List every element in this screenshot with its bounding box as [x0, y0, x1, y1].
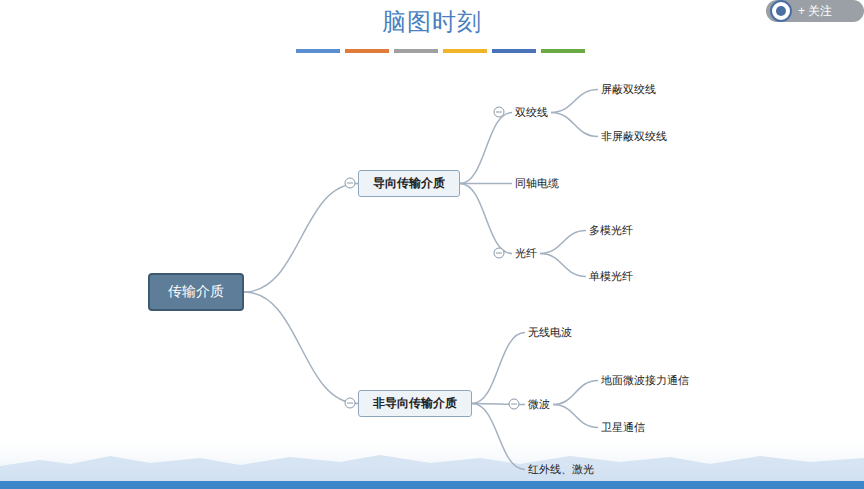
- root-topic: 传输介质: [148, 273, 244, 311]
- branch-connector: [244, 184, 358, 293]
- bottom-wave: [0, 430, 864, 489]
- topic-text: 微波: [528, 397, 550, 412]
- topic-text: 同轴电缆: [515, 176, 559, 191]
- sub-topic: 单模光纤: [586, 267, 636, 286]
- sub-topic: 卫星通信: [598, 418, 648, 437]
- sub-topic: 双绞线: [512, 103, 551, 122]
- topic-text: 无线电波: [528, 325, 572, 340]
- topic-text: 传输介质: [168, 283, 224, 301]
- branch-connector: [472, 404, 525, 470]
- title-color-bars: [296, 49, 585, 53]
- sub-topic: 地面微波接力通信: [598, 371, 692, 390]
- sub-topic: 同轴电缆: [512, 174, 562, 193]
- topic-text: 多模光纤: [589, 223, 633, 238]
- page-title: 脑图时刻: [0, 6, 864, 38]
- branch-connector: [460, 113, 512, 184]
- sub-topic: 无线电波: [525, 323, 575, 342]
- topic-text: 红外线、激光: [528, 462, 594, 477]
- branch-connector: [553, 405, 598, 428]
- branch-connector: [553, 381, 598, 405]
- topic-text: 双绞线: [515, 105, 548, 120]
- sub-topic: 红外线、激光: [525, 460, 597, 479]
- branch-connector: [540, 231, 586, 254]
- sub-topic: 微波: [525, 395, 553, 414]
- branch-connector: [551, 90, 598, 113]
- branch-connector: [244, 292, 358, 404]
- sub-topic: 屏蔽双绞线: [598, 80, 659, 99]
- main-topic: 非导向传输介质: [358, 390, 472, 417]
- branch-connector: [540, 254, 586, 277]
- topic-text: 地面微波接力通信: [601, 373, 689, 388]
- topic-text: 光纤: [515, 246, 537, 261]
- topic-text: 导向传输介质: [373, 175, 445, 192]
- follow-label: + 关注: [798, 3, 832, 20]
- topic-text: 卫星通信: [601, 420, 645, 435]
- topic-text: 单模光纤: [589, 269, 633, 284]
- follow-button: [766, 0, 864, 22]
- branch-connector: [460, 183, 512, 185]
- branch-connector: [472, 333, 525, 404]
- sub-topic: 非屏蔽双绞线: [598, 127, 670, 146]
- topic-text: 非导向传输介质: [373, 395, 457, 412]
- branch-connector: [460, 184, 512, 254]
- branch-connector: [551, 113, 598, 137]
- main-topic: 导向传输介质: [358, 170, 460, 197]
- sub-topic: 多模光纤: [586, 221, 636, 240]
- sub-topic: 光纤: [512, 244, 540, 263]
- topic-text: 屏蔽双绞线: [601, 82, 656, 97]
- topic-text: 非屏蔽双绞线: [601, 129, 667, 144]
